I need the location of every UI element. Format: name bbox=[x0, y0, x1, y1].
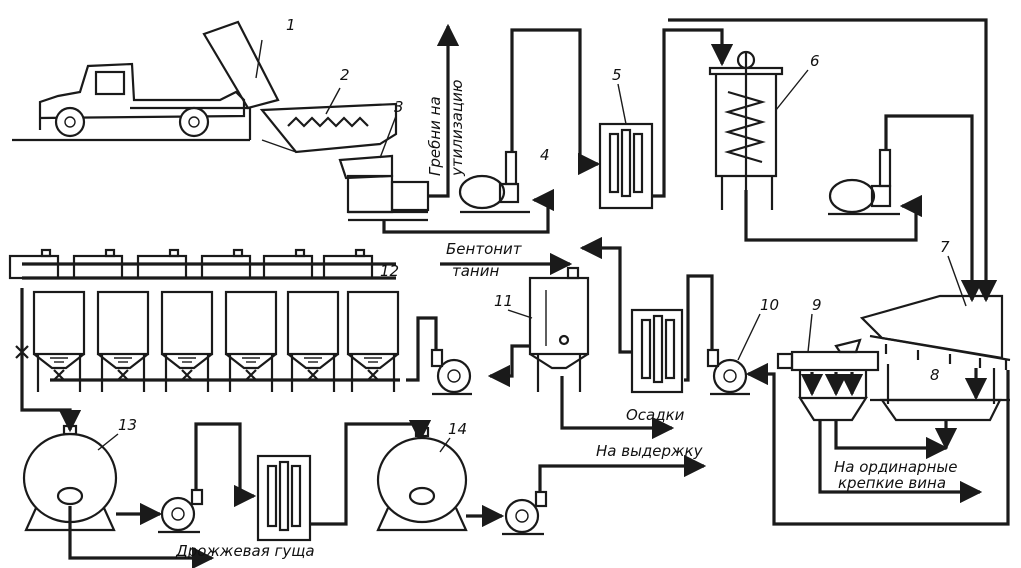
bentonite-label: Бентонит bbox=[446, 240, 523, 258]
tipping-body-1 bbox=[202, 20, 280, 110]
label-4: 4 bbox=[540, 146, 550, 164]
to-ordinary-wines-label-2: крепкие вина bbox=[838, 474, 946, 492]
stems-to-disposal-label-2: утилизацию bbox=[448, 80, 466, 177]
label-10: 10 bbox=[760, 296, 779, 314]
label-9: 9 bbox=[812, 296, 822, 314]
tank-row bbox=[8, 248, 400, 392]
label-8: 8 bbox=[930, 366, 940, 384]
pump-mid bbox=[406, 316, 472, 396]
sediments-label: Осадки bbox=[626, 406, 685, 424]
heat-exchanger-5 bbox=[598, 28, 734, 210]
heat-exchanger-mid bbox=[579, 236, 684, 394]
fermentation-tank bbox=[136, 248, 214, 392]
fermentation-tank bbox=[200, 248, 278, 392]
label-5: 5 bbox=[612, 66, 622, 84]
tannin-label: танин bbox=[452, 262, 499, 280]
fermentation-vessel-6 bbox=[708, 50, 923, 242]
pump-4 bbox=[458, 28, 601, 214]
fermentation-tank bbox=[72, 248, 150, 392]
label-11: 11 bbox=[494, 292, 513, 310]
yeast-lees-label: Дрожжевая гуща bbox=[175, 542, 315, 560]
dejuicer-9 bbox=[776, 338, 983, 504]
fermentation-tank bbox=[8, 248, 86, 392]
label-7: 7 bbox=[940, 238, 950, 256]
truck bbox=[12, 62, 252, 142]
label-14: 14 bbox=[448, 420, 467, 438]
pump-right bbox=[828, 114, 984, 303]
to-ordinary-wines-label-1: На ординарные bbox=[834, 458, 957, 476]
heat-exchanger-lower bbox=[256, 419, 432, 542]
crusher-destemmer-3 bbox=[338, 23, 555, 234]
pump-lower-2 bbox=[502, 454, 707, 536]
treatment-tank-11 bbox=[440, 252, 675, 440]
label-13: 13 bbox=[118, 416, 137, 434]
label-6: 6 bbox=[810, 52, 820, 70]
label-1: 1 bbox=[286, 16, 296, 34]
stems-to-disposal-label-1: Гребни на bbox=[426, 96, 444, 176]
label-12: 12 bbox=[380, 262, 399, 280]
screw-press-7 bbox=[859, 255, 1011, 370]
label-3: 3 bbox=[394, 98, 404, 116]
fermentation-battery-12 bbox=[15, 262, 400, 433]
storage-tank-13 bbox=[22, 424, 215, 568]
to-aging-label: На выдержку bbox=[596, 442, 704, 460]
pump-10 bbox=[684, 274, 1010, 526]
fermentation-tank bbox=[322, 248, 400, 392]
collector-8 bbox=[870, 364, 1010, 451]
storage-tank-14 bbox=[376, 426, 505, 532]
label-2: 2 bbox=[340, 66, 350, 84]
fermentation-tank bbox=[262, 248, 340, 392]
receiving-hopper-2 bbox=[259, 87, 398, 154]
pump-lower-1 bbox=[158, 422, 257, 534]
